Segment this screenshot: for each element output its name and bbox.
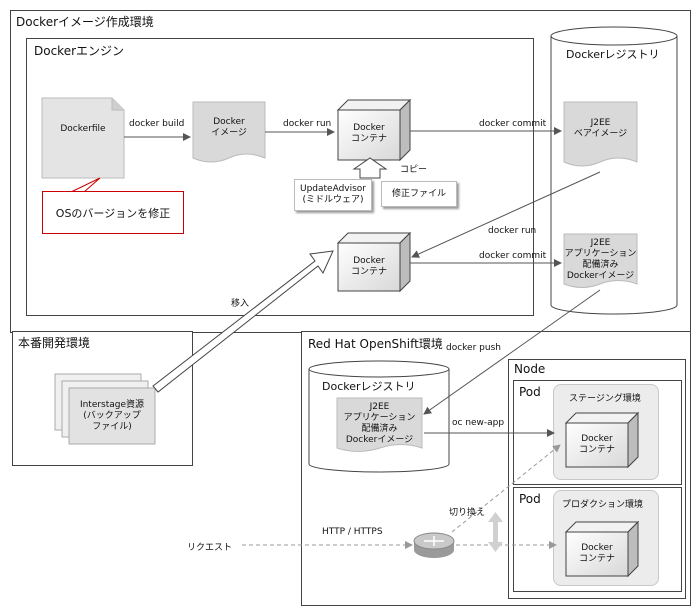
label-switch: 切り換え (449, 508, 486, 518)
image-build-environment-title: Dockerイメージ作成環境 (16, 15, 154, 29)
container-staging-cube (564, 411, 640, 469)
label-oc-new-app: oc new-app (452, 418, 505, 428)
router-icon (413, 532, 455, 558)
dockerfile-label: Dockerfile (60, 123, 106, 134)
j2ee-base-label-2: ベアイメージ (573, 129, 628, 139)
fix-file-label: 修正ファイル (391, 188, 446, 199)
dockerfile-doc: Dockerfile (42, 98, 124, 160)
j2ee-deployed-label-3: 配備済み (582, 260, 619, 270)
update-advisor-label-2: (ミドルウェア) (302, 195, 364, 205)
migrate-arrow (152, 250, 334, 393)
j2ee-deployed-doc: J2EE アプリケーション 配備済み Dockerイメージ (564, 236, 637, 284)
pod-production-title: Pod (519, 492, 541, 506)
label-copy: コピー (400, 165, 428, 175)
label-docker-run-1: docker run (283, 119, 332, 129)
docker-image-doc-shape (192, 101, 266, 163)
j2ee-deployed-doc-shape (563, 233, 638, 288)
registry-inner-title: Dockerレジストリ (322, 380, 416, 393)
label-docker-build: docker build (129, 119, 185, 129)
interstage-label-1: Interstage資源 (79, 399, 145, 410)
j2ee-base-doc-shape (563, 101, 638, 167)
os-callout-label: OSのバージョンを修正 (55, 206, 171, 220)
registry-right-title: Dockerレジストリ (566, 48, 660, 61)
container-mid-label-2: コンテナ (350, 267, 387, 277)
interstage-doc-stack (54, 373, 156, 445)
j2ee-deployed-label-2: アプリケーション (564, 249, 637, 259)
docker-image-label-1: Docker (213, 117, 245, 127)
container-top-cube (336, 98, 412, 162)
pod-staging-title: Pod (519, 385, 541, 399)
label-request: リクエスト (187, 543, 233, 553)
container-mid-label-1: Docker (353, 256, 385, 266)
container-staging-label-2: コンテナ (578, 445, 615, 455)
label-http: HTTP / HTTPS (322, 527, 383, 537)
container-staging-label-1: Docker (581, 434, 613, 444)
route-to-staging (451, 444, 561, 533)
container-mid-label: Docker コンテナ (338, 245, 400, 289)
j2ee-deployed-label-1: J2EE (590, 238, 611, 248)
container-production-label: Docker コンテナ (566, 534, 628, 574)
label-docker-commit-1: docker commit (479, 119, 547, 129)
staging-label: ステージング環境 (569, 394, 641, 404)
j2ee-inner-label-1: J2EE (369, 402, 390, 412)
docker-engine-title: Dockerエンジン (34, 44, 125, 58)
interstage-label-2: (バックアップ (83, 410, 141, 421)
j2ee-inner-doc-shape (336, 397, 423, 452)
label-migrate: 移入 (231, 299, 250, 309)
container-top-label-1: Docker (353, 123, 385, 133)
node-title: Node (514, 362, 546, 376)
j2ee-inner-doc: J2EE アプリケーション 配備済み Dockerイメージ (337, 400, 422, 448)
container-production-label-1: Docker (581, 543, 613, 553)
container-production-cube (564, 520, 640, 578)
container-staging-label: Docker コンテナ (566, 425, 628, 465)
container-top-label-2: コンテナ (350, 134, 387, 144)
fix-file-box: 修正ファイル (381, 181, 457, 207)
label-docker-push: docker push (446, 343, 501, 353)
production-dev-environment-title: 本番開発環境 (18, 336, 91, 350)
docker-image-doc: Docker イメージ (193, 108, 265, 148)
interstage-label-3: ファイル) (92, 421, 132, 432)
copy-arrow (352, 157, 388, 179)
update-advisor-box: UpdateAdvisor (ミドルウェア) (294, 179, 372, 211)
container-top-label: Docker コンテナ (338, 112, 400, 156)
j2ee-inner-label-4: Dockerイメージ (345, 435, 414, 445)
update-advisor-label-1: UpdateAdvisor (299, 184, 367, 194)
interstage-doc: Interstage資源 (バックアップ ファイル) (69, 390, 155, 442)
container-mid-cube (336, 231, 412, 293)
j2ee-deployed-label-4: Dockerイメージ (566, 271, 635, 281)
j2ee-inner-label-2: アプリケーション (343, 413, 416, 423)
openshift-environment-title: Red Hat OpenShift環境 (308, 337, 443, 351)
label-docker-run-2: docker run (488, 226, 537, 236)
production-label: プロダクション環境 (562, 500, 644, 510)
docker-image-label-2: イメージ (211, 128, 247, 138)
arrow-docker-push (423, 289, 601, 415)
os-callout-pointer (70, 177, 101, 193)
container-production-label-2: コンテナ (578, 554, 615, 564)
j2ee-base-label-1: J2EE (590, 118, 611, 128)
arrow-docker-run-2 (411, 171, 601, 258)
j2ee-inner-label-3: 配備済み (361, 424, 398, 434)
os-callout: OSのバージョンを修正 (42, 191, 184, 234)
dockerfile-doc-shape (41, 97, 125, 179)
label-docker-commit-2: docker commit (479, 251, 547, 261)
j2ee-base-doc: J2EE ベアイメージ (564, 108, 637, 150)
switch-double-arrow (488, 512, 503, 552)
